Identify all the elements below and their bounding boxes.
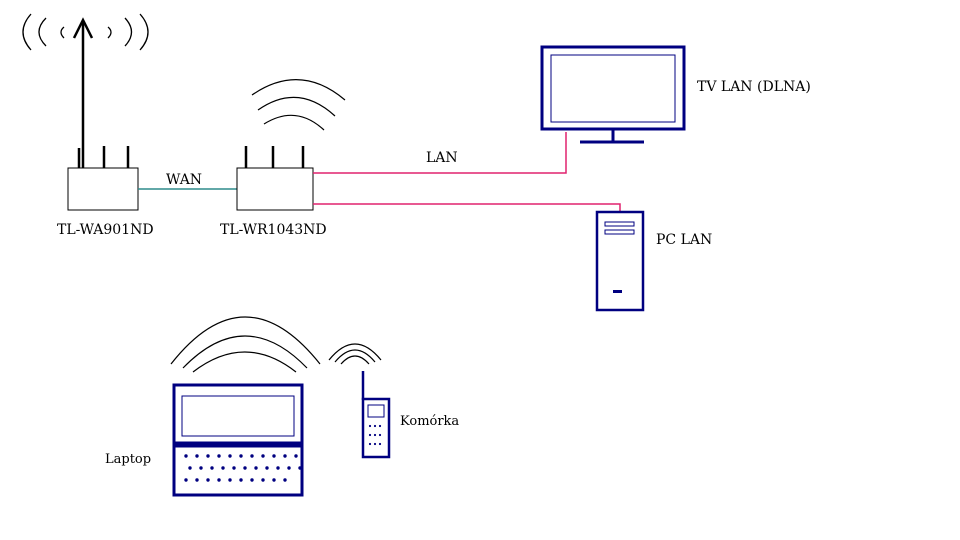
tv-label: TV LAN (DLNA) [697,79,811,95]
phone-keypad [368,424,382,446]
lan-cable-tv [313,132,567,174]
ap-antenna [22,13,149,168]
laptop-label: Laptop [105,452,152,467]
lan-cable-pc [313,203,621,212]
laptop-keyboard [184,454,302,482]
lan-label: LAN [426,150,458,166]
router-label: TL-WR1043ND [220,222,327,238]
ap-device [67,146,139,211]
router-wifi-waves [251,79,346,131]
router-device [236,146,314,211]
laptop-device [172,383,304,497]
phone-wifi-waves [328,343,382,365]
pc-label: PC LAN [656,232,713,248]
ap-label: TL-WA901ND [57,222,154,238]
wan-label: WAN [166,172,203,188]
pc-device [595,210,645,312]
laptop-wifi-waves [170,316,321,373]
phone-label: Komórka [400,414,460,429]
tv-device [540,45,686,144]
phone-device [361,371,391,459]
